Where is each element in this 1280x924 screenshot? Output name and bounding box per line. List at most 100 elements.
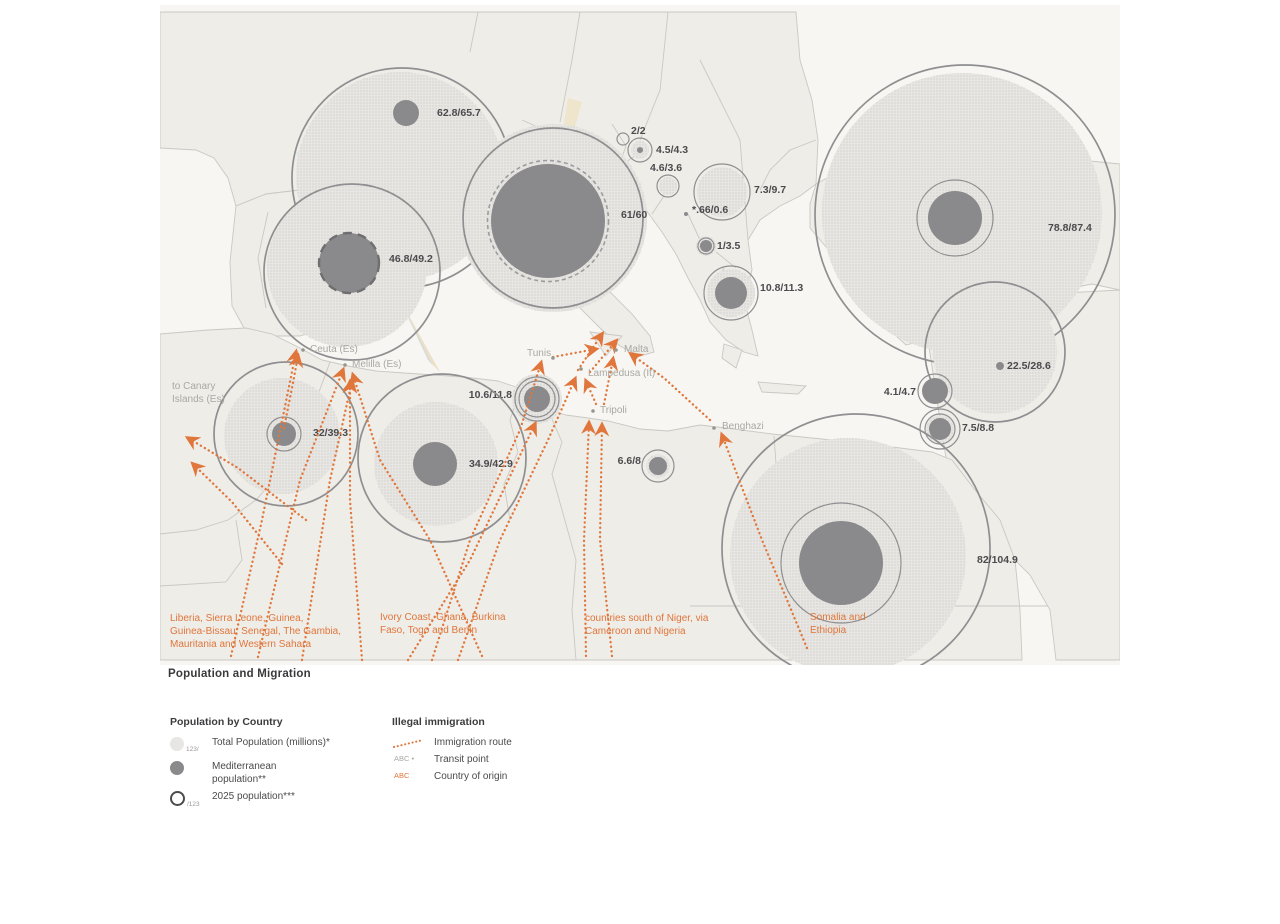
mediterranean-map: 62.8/65.746.8/49.261/602/24.5/4.34.6/3.6… <box>160 5 1120 665</box>
country-bubble-bosnia-and-herzegovina: 4.6/3.6 <box>650 162 682 198</box>
country-bubble-turkey: 78.8/87.4 <box>814 64 1116 366</box>
legend-item-label: 2025 population*** <box>212 791 295 802</box>
transit-label: Tunis <box>527 348 551 359</box>
population-2025-icon: /123 <box>170 791 200 811</box>
population-2025-circle <box>616 132 630 146</box>
country-bubble-syria: 22.5/28.6 <box>924 281 1066 423</box>
ring <box>266 416 302 452</box>
mediterranean-population-circle <box>413 442 457 486</box>
map-title: Population and Migration <box>168 668 311 680</box>
population-label: 82/104.9 <box>977 554 1018 566</box>
origin-labels: Liberia, Sierra Leone, Guinea,Guinea-Bis… <box>170 612 866 650</box>
population-label: 1/3.5 <box>717 240 741 252</box>
origin-label: Liberia, Sierra Leone, Guinea,Guinea-Bis… <box>170 613 341 650</box>
country-bubble-montenegro: *.66/0.6 <box>684 204 728 216</box>
population-2025-circle <box>721 413 991 665</box>
transit-point-melilla-es-: Melilla (Es) <box>343 359 401 370</box>
legend-item-label: Immigration route <box>434 737 512 748</box>
population-label: 7.5/8.8 <box>962 422 994 434</box>
mediterranean-population-circle <box>928 191 982 245</box>
country-bubble-israel: 7.5/8.8 <box>919 408 994 450</box>
mediterranean-population-circle <box>700 240 712 252</box>
transit-label: Lampedusa (It) <box>588 368 655 379</box>
immigration-route <box>349 371 484 658</box>
population-2025-circle <box>917 373 953 409</box>
mediterranean-population-circle <box>922 378 948 404</box>
population-2025-circle <box>462 127 644 309</box>
land-crete <box>757 381 808 395</box>
country-bubble-libya: 6.6/8 <box>618 449 675 483</box>
legend-item-immigration-route: Immigration route <box>392 736 552 749</box>
mediterranean-population-icon <box>170 761 184 775</box>
ring <box>916 179 994 257</box>
country-bubble-greece: 10.8/11.3 <box>703 265 803 321</box>
mediterranean-population-circle <box>996 362 1004 370</box>
transit-point-tripoli: Tripoli <box>591 405 627 416</box>
legend-item-country-of-origin: ABC Country of origin <box>392 770 552 783</box>
country-bubble-egypt: 82/104.9 <box>721 413 1018 665</box>
population-2025-circle <box>213 361 359 507</box>
transit-label: Tripoli <box>600 405 627 416</box>
transit-dot <box>712 426 716 430</box>
immigration-route <box>581 419 596 658</box>
immigration-route <box>594 421 614 658</box>
transit-label: Malta <box>624 344 649 355</box>
mediterranean-population-circle <box>393 100 419 126</box>
country-bubble-algeria: 34.9/42.9 <box>357 373 527 543</box>
immigration-routes <box>184 330 809 662</box>
legend-heading-immigration: Illegal immigration <box>392 716 485 728</box>
immigration-route <box>300 377 357 662</box>
transit-dot <box>614 348 618 352</box>
population-label: 4.1/4.7 <box>884 386 916 398</box>
legend-population: Population by Country 123/Total Populati… <box>170 716 330 815</box>
transit-label: Melilla (Es) <box>352 359 401 370</box>
population-2025-circle <box>357 373 527 543</box>
population-label: 6.6/8 <box>618 455 642 467</box>
population-label: 62.8/65.7 <box>437 107 481 119</box>
population-label: 2/2 <box>631 125 646 137</box>
population-2025-circle <box>641 449 675 483</box>
population-bubbles: 62.8/65.746.8/49.261/602/24.5/4.34.6/3.6… <box>213 64 1116 665</box>
country-of-origin-icon: ABC <box>394 771 410 780</box>
immigration-route <box>184 436 308 522</box>
immigration-route <box>602 355 619 406</box>
population-label: 10.6/11.8 <box>469 389 512 401</box>
country-bubble-tunisia: 10.6/11.8 <box>469 374 562 424</box>
immigration-route <box>583 377 598 406</box>
country-bubble-morocco: 32/39.3 <box>213 361 359 507</box>
population-label: 32/39.3 <box>313 427 348 439</box>
ring <box>518 380 556 418</box>
country-bubble-lebanon: 4.1/4.7 <box>884 373 953 409</box>
dot <box>684 212 688 216</box>
transit-dot <box>301 348 305 352</box>
immigration-route <box>256 366 346 659</box>
transit-dot <box>343 363 347 367</box>
ring <box>486 159 610 283</box>
population-2025-circle <box>263 183 441 361</box>
legend-item-label: Country of origin <box>434 771 508 782</box>
total-population-circle <box>659 177 677 195</box>
total-population-icon: 123/ <box>170 737 199 756</box>
transit-point-benghazi: Benghazi <box>712 421 764 432</box>
legend-item-mediterranean-population-: Mediterranean population** <box>170 760 330 786</box>
mediterranean-population-circle <box>715 277 747 309</box>
total-population-circle <box>697 167 747 217</box>
mediterranean-population-circle <box>317 231 381 295</box>
immigration-route <box>576 330 605 372</box>
mediterranean-population-circle <box>491 164 605 278</box>
legend-heading-population: Population by Country <box>170 716 283 728</box>
transit-point-tunis: Tunis <box>527 348 555 360</box>
legend-item-label: Total Population (millions)* <box>212 737 330 748</box>
population-2025-circle <box>703 265 759 321</box>
legend: Population by Country 123/Total Populati… <box>170 716 552 815</box>
immigration-route-icon <box>393 739 424 748</box>
transit-point-icon: ABC • <box>394 754 415 763</box>
country-bubble-spain: 46.8/49.2 <box>263 183 441 361</box>
population-2025-circle <box>656 174 680 198</box>
